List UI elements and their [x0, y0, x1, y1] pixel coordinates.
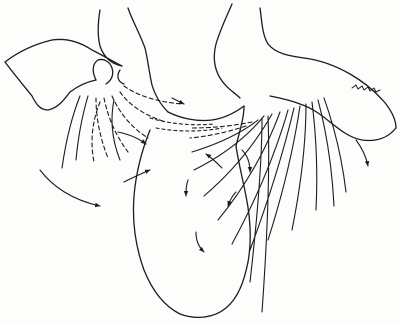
setae-fan-left	[62, 86, 222, 168]
setae-fan-right	[190, 98, 346, 312]
